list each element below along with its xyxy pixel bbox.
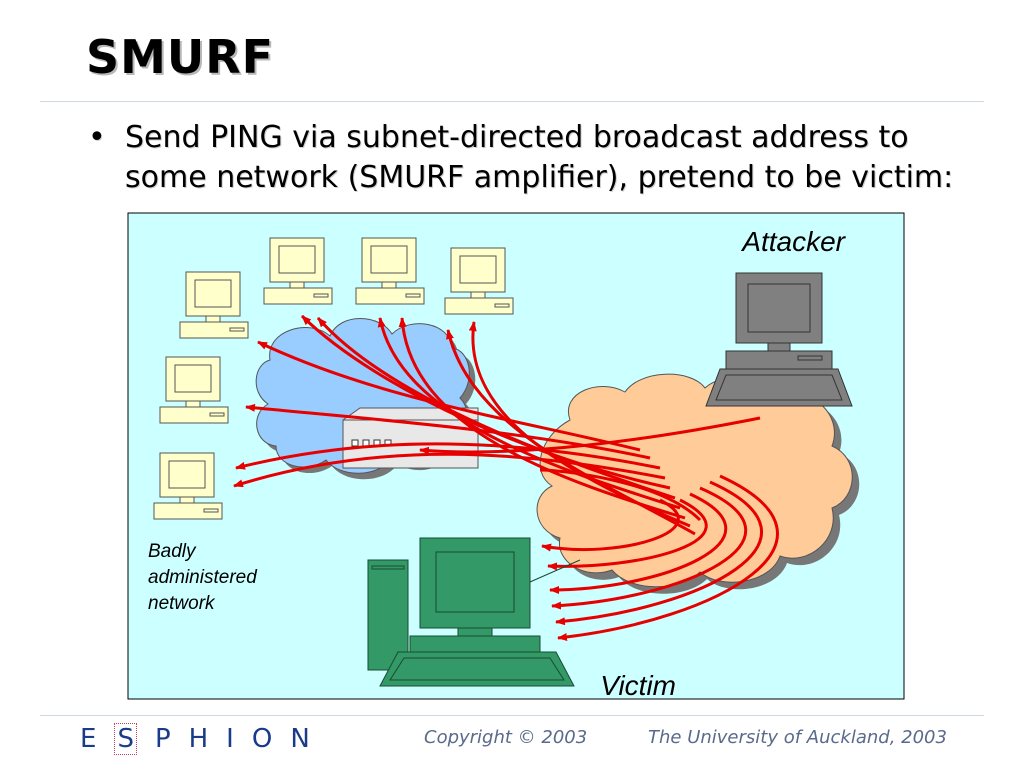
host-computer-5 — [159, 356, 229, 424]
network-label-line-3: network — [148, 593, 216, 614]
victim-label: Victim — [600, 670, 676, 701]
victim-computer — [367, 537, 581, 687]
network-label-line-1: Badly — [148, 541, 197, 562]
copyright-text: Copyright © 2003 — [424, 727, 588, 748]
logo-letter-s: S — [114, 723, 137, 755]
institution-text: The University of Auckland, 2003 — [648, 727, 947, 748]
internet-cloud — [536, 373, 853, 588]
logo-letters-rest: PHION — [154, 724, 328, 754]
attacker-label: Attacker — [740, 226, 846, 257]
bullet-text: Send PING via subnet-directed broadcast … — [125, 120, 954, 195]
network-label-line-2: administered — [148, 567, 258, 588]
host-computer-4 — [444, 247, 514, 315]
attacker-computer — [705, 272, 853, 407]
footer-divider — [40, 715, 984, 716]
host-computer-2 — [263, 237, 333, 305]
title-divider — [40, 101, 984, 102]
bullet-dot-icon: • — [88, 120, 106, 155]
host-computer-3 — [355, 237, 425, 305]
slide-title: SMURF — [86, 30, 275, 84]
logo-letter-e: E — [80, 724, 115, 754]
host-computer-1 — [179, 271, 249, 339]
host-computer-6 — [153, 452, 223, 520]
echo-traffic — [233, 314, 779, 641]
